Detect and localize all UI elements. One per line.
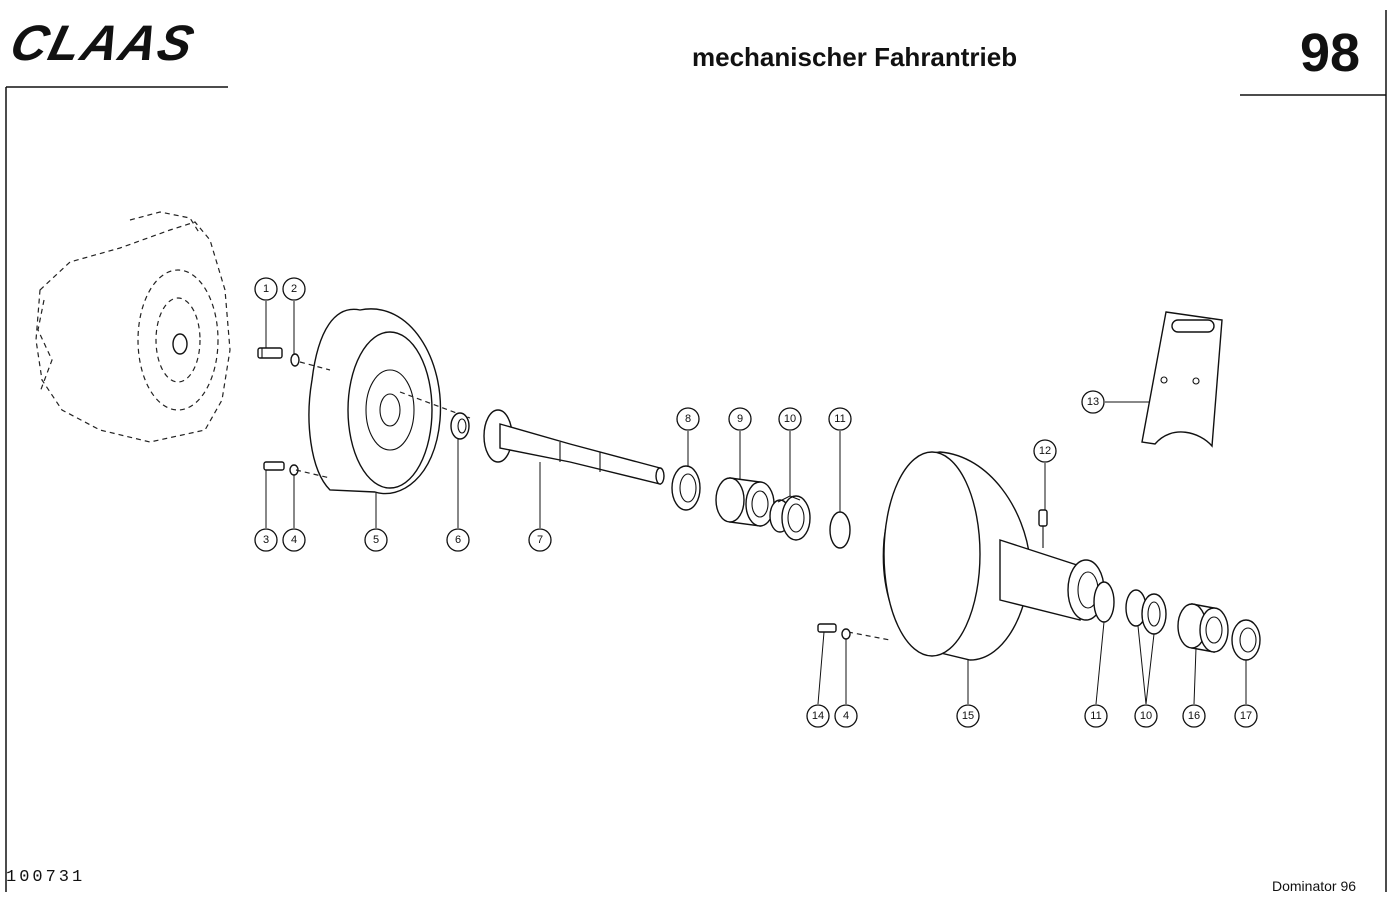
model-name: Dominator 96 [1272,878,1357,894]
svg-text:11: 11 [834,413,845,425]
page-title: mechanischer Fahrantrieb [692,42,1018,72]
circlip-part-11-b [1093,581,1115,623]
svg-text:7: 7 [537,534,543,546]
svg-text:1: 1 [263,283,269,295]
frame-lines [5,10,1387,892]
bolt-part-1 [257,347,283,359]
svg-text:10: 10 [784,413,796,425]
seal-ring-part-17 [1231,619,1261,661]
callout-5: 5 [364,528,388,552]
seal-ring-part-8 [671,465,701,511]
callout-17: 17 [1234,704,1258,728]
callout-6: 6 [446,528,470,552]
svg-text:12: 12 [1039,445,1051,457]
bolt-part-14 [817,623,837,633]
svg-text:16: 16 [1188,710,1200,722]
bearing-part-6 [450,412,470,440]
callouts: 1 2 3 4 5 6 7 8 9 10 11 12 13 14 4 15 11… [254,277,1258,728]
callout-7: 7 [528,528,552,552]
svg-text:5: 5 [373,534,379,546]
grease-nipple-part-12 [1038,509,1048,548]
svg-text:6: 6 [455,534,461,546]
svg-text:8: 8 [685,413,691,425]
circlip-part-11 [829,511,851,549]
svg-text:14: 14 [812,710,824,722]
svg-text:10: 10 [1140,710,1152,722]
gearbox-outline [35,211,231,443]
shim-rings-part-10 [769,495,811,541]
callout-11: 11 [828,407,852,431]
callout-15: 15 [956,704,980,728]
svg-text:13: 13 [1087,396,1099,408]
callout-14: 14 [806,704,830,728]
svg-text:4: 4 [291,534,297,546]
ball-bearing-part-9 [715,477,775,527]
svg-text:2: 2 [291,283,297,295]
callout-11-b: 11 [1084,704,1108,728]
callout-9: 9 [728,407,752,431]
callout-3: 3 [254,528,278,552]
callout-12: 12 [1033,439,1057,463]
callout-10: 10 [778,407,802,431]
ball-bearing-part-16 [1177,603,1229,653]
page-number: 98 [1300,23,1361,83]
callout-8: 8 [676,407,700,431]
shaft-part-7 [483,409,665,485]
callout-4-b: 4 [834,704,858,728]
callout-10-b: 10 [1134,704,1158,728]
callout-4: 4 [282,528,306,552]
svg-text:3: 3 [263,534,269,546]
svg-text:4: 4 [843,710,849,722]
washer-part-4-b [841,628,851,640]
svg-text:11: 11 [1090,710,1101,722]
callout-13: 13 [1081,390,1105,414]
document-number: 100731 [6,868,86,887]
svg-text:17: 17 [1240,710,1252,722]
hub-drum-part-15 [847,451,1105,661]
callout-16: 16 [1182,704,1206,728]
washer-part-2 [290,353,300,367]
svg-text:9: 9 [737,413,743,425]
callout-1: 1 [254,277,278,301]
leader-lines [265,301,1247,705]
disc-part-5 [295,308,471,495]
svg-text:15: 15 [962,710,974,722]
bolt-part-3 [263,461,285,471]
callout-2: 2 [282,277,306,301]
shim-rings-part-10-b [1125,589,1167,635]
plate-part-13 [1141,311,1223,448]
